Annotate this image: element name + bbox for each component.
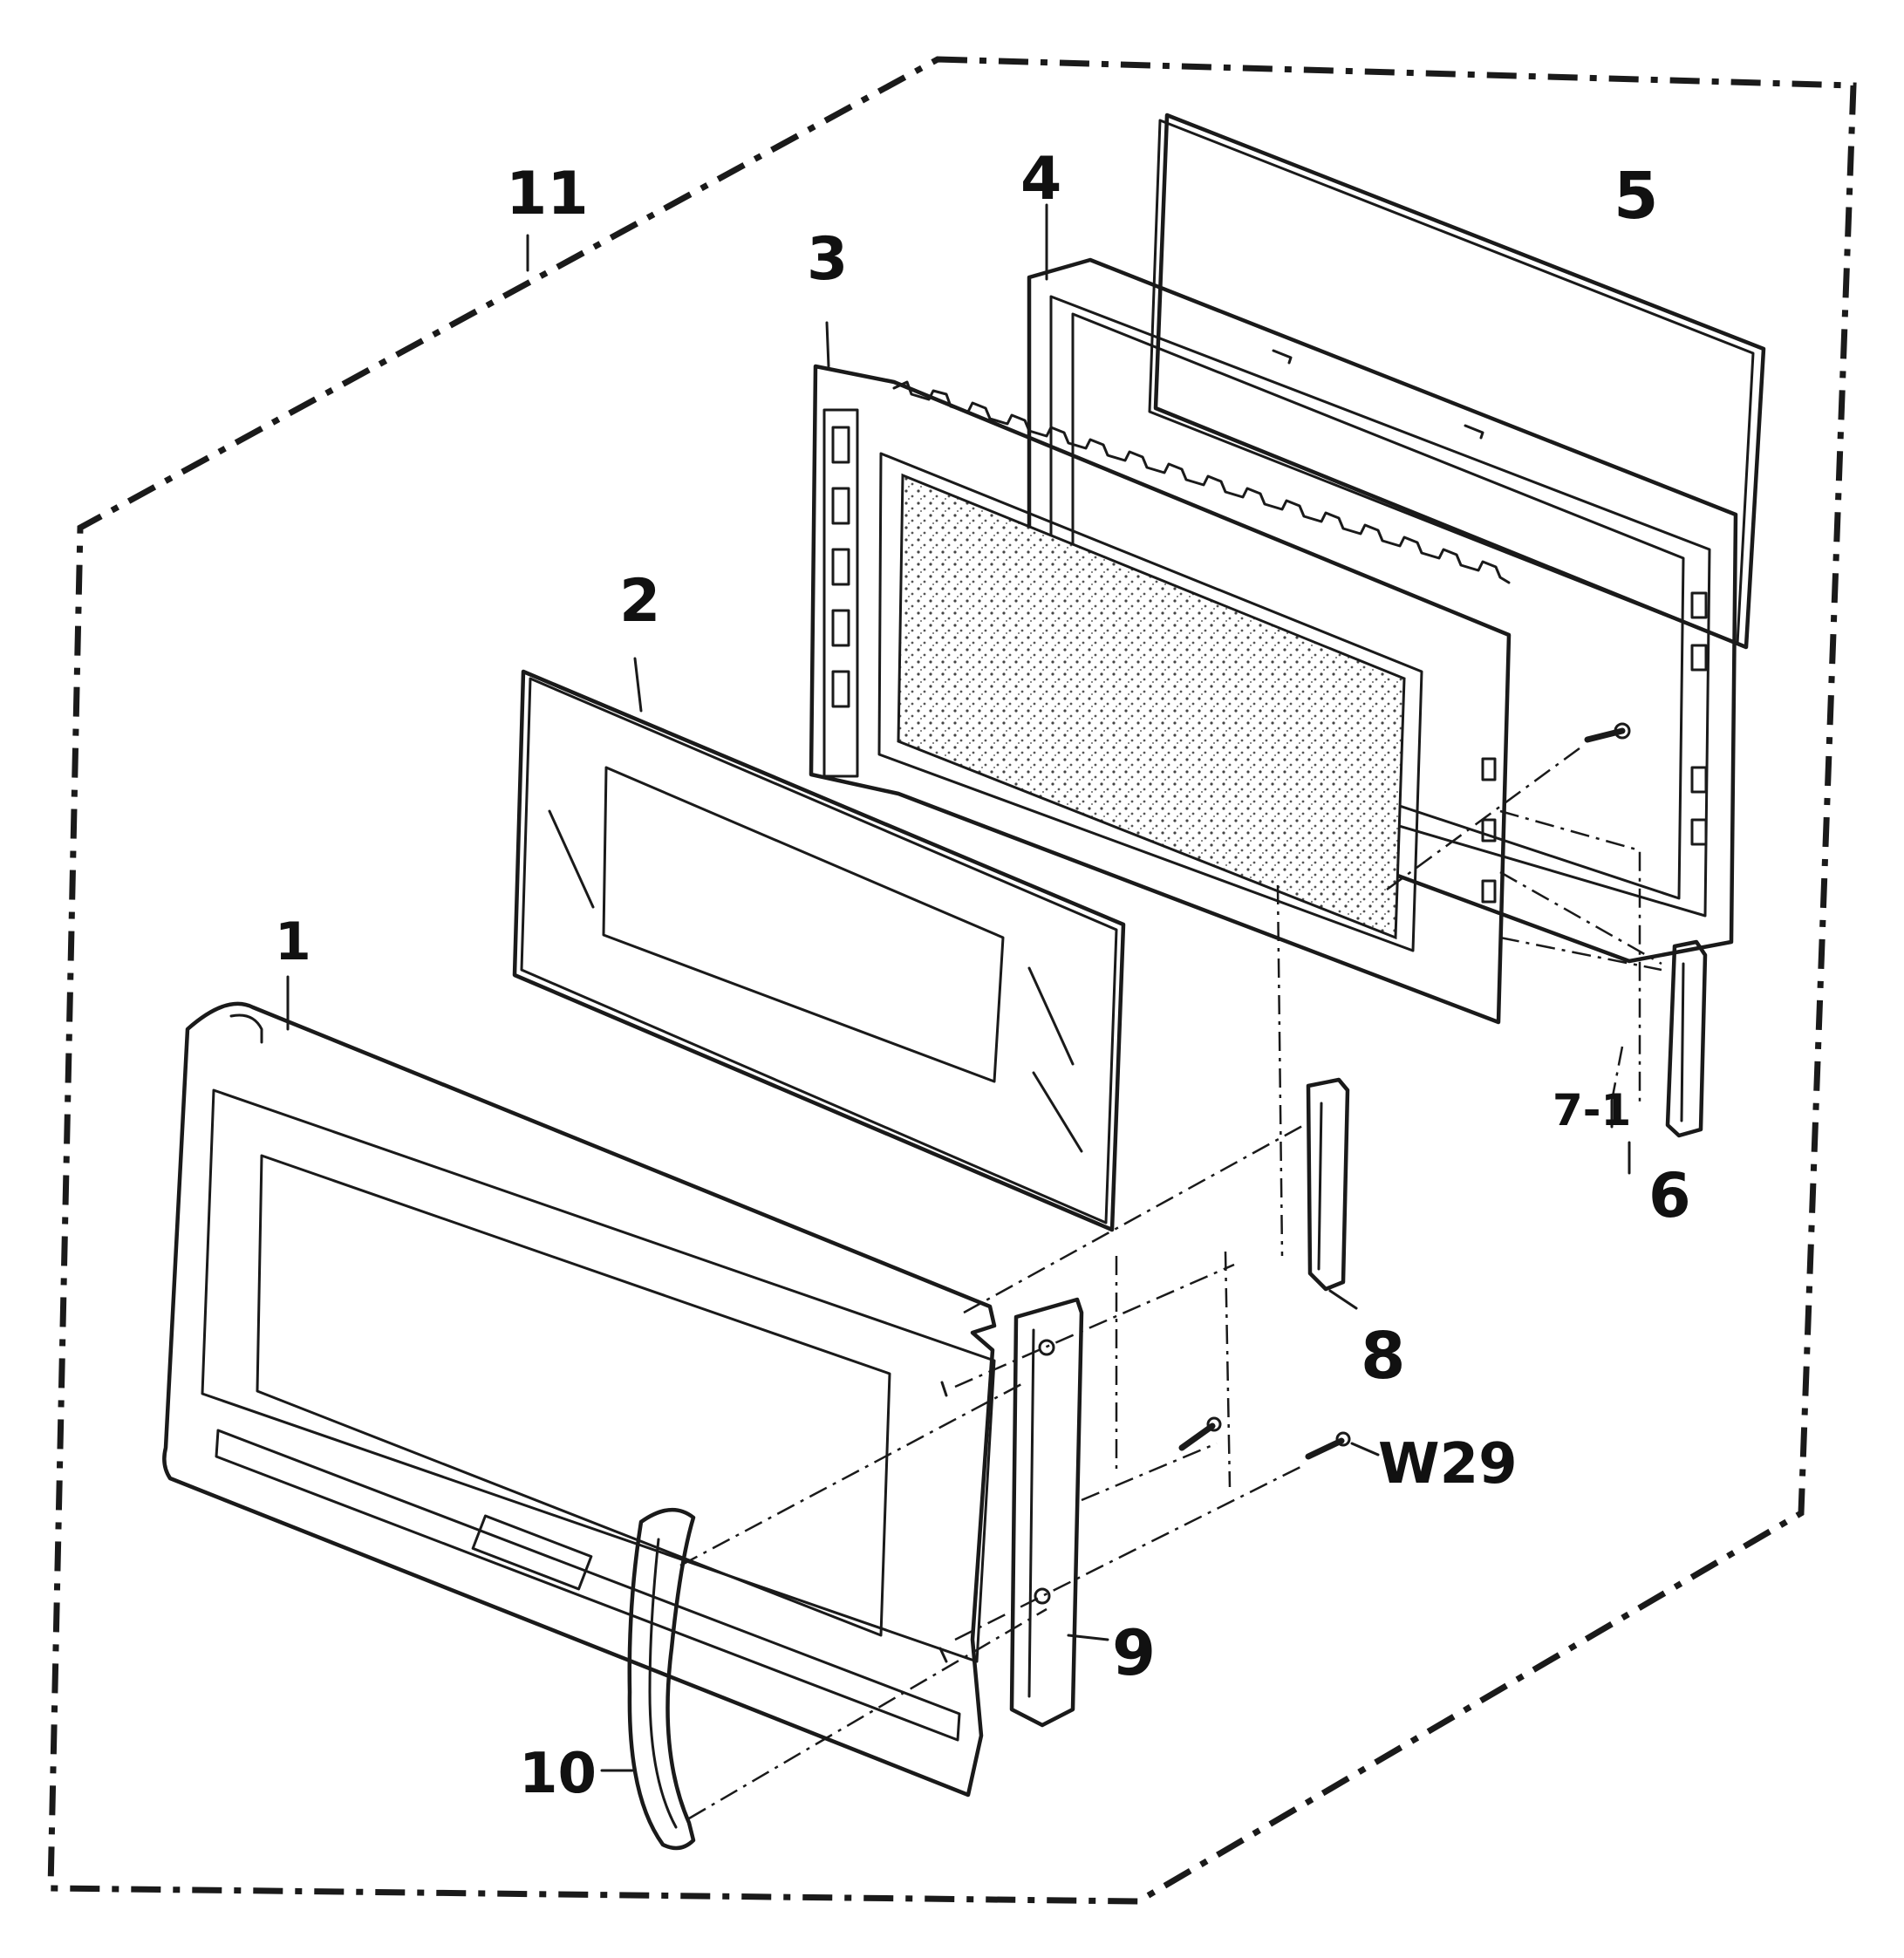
callout-7-1: 7-1 xyxy=(1553,1085,1631,1136)
screw-w29 xyxy=(1305,1431,1351,1460)
callout-11: 11 xyxy=(506,160,589,229)
callout-8: 8 xyxy=(1361,1319,1406,1394)
part-6-latch-lever xyxy=(1665,939,1708,1138)
part-9-side-strip xyxy=(1009,1297,1084,1728)
callout-w29: W29 xyxy=(1378,1432,1518,1497)
part-10-door-handle xyxy=(627,1507,696,1851)
callout-leaders xyxy=(286,203,1631,1772)
part-2-glass-window xyxy=(512,669,1126,1232)
callout-10: 10 xyxy=(519,1742,597,1806)
callout-2: 2 xyxy=(619,567,660,636)
part-1-door-front xyxy=(162,1001,997,1798)
callout-6: 6 xyxy=(1648,1160,1691,1231)
callout-3: 3 xyxy=(807,225,848,294)
screw-lower-left xyxy=(1178,1416,1222,1451)
assembly-boundary xyxy=(47,56,1857,1905)
callout-4: 4 xyxy=(1020,145,1061,214)
callout-9: 9 xyxy=(1112,1616,1156,1689)
callout-5: 5 xyxy=(1614,159,1659,234)
callout-1: 1 xyxy=(275,911,311,972)
part-3-mesh-inner-door xyxy=(809,364,1512,1025)
assembly-leader-lines xyxy=(679,744,1662,1820)
part-8-latch-hook xyxy=(1306,1077,1350,1292)
screw-upper xyxy=(1584,722,1631,743)
part-5-outer-glass xyxy=(1148,113,1766,650)
